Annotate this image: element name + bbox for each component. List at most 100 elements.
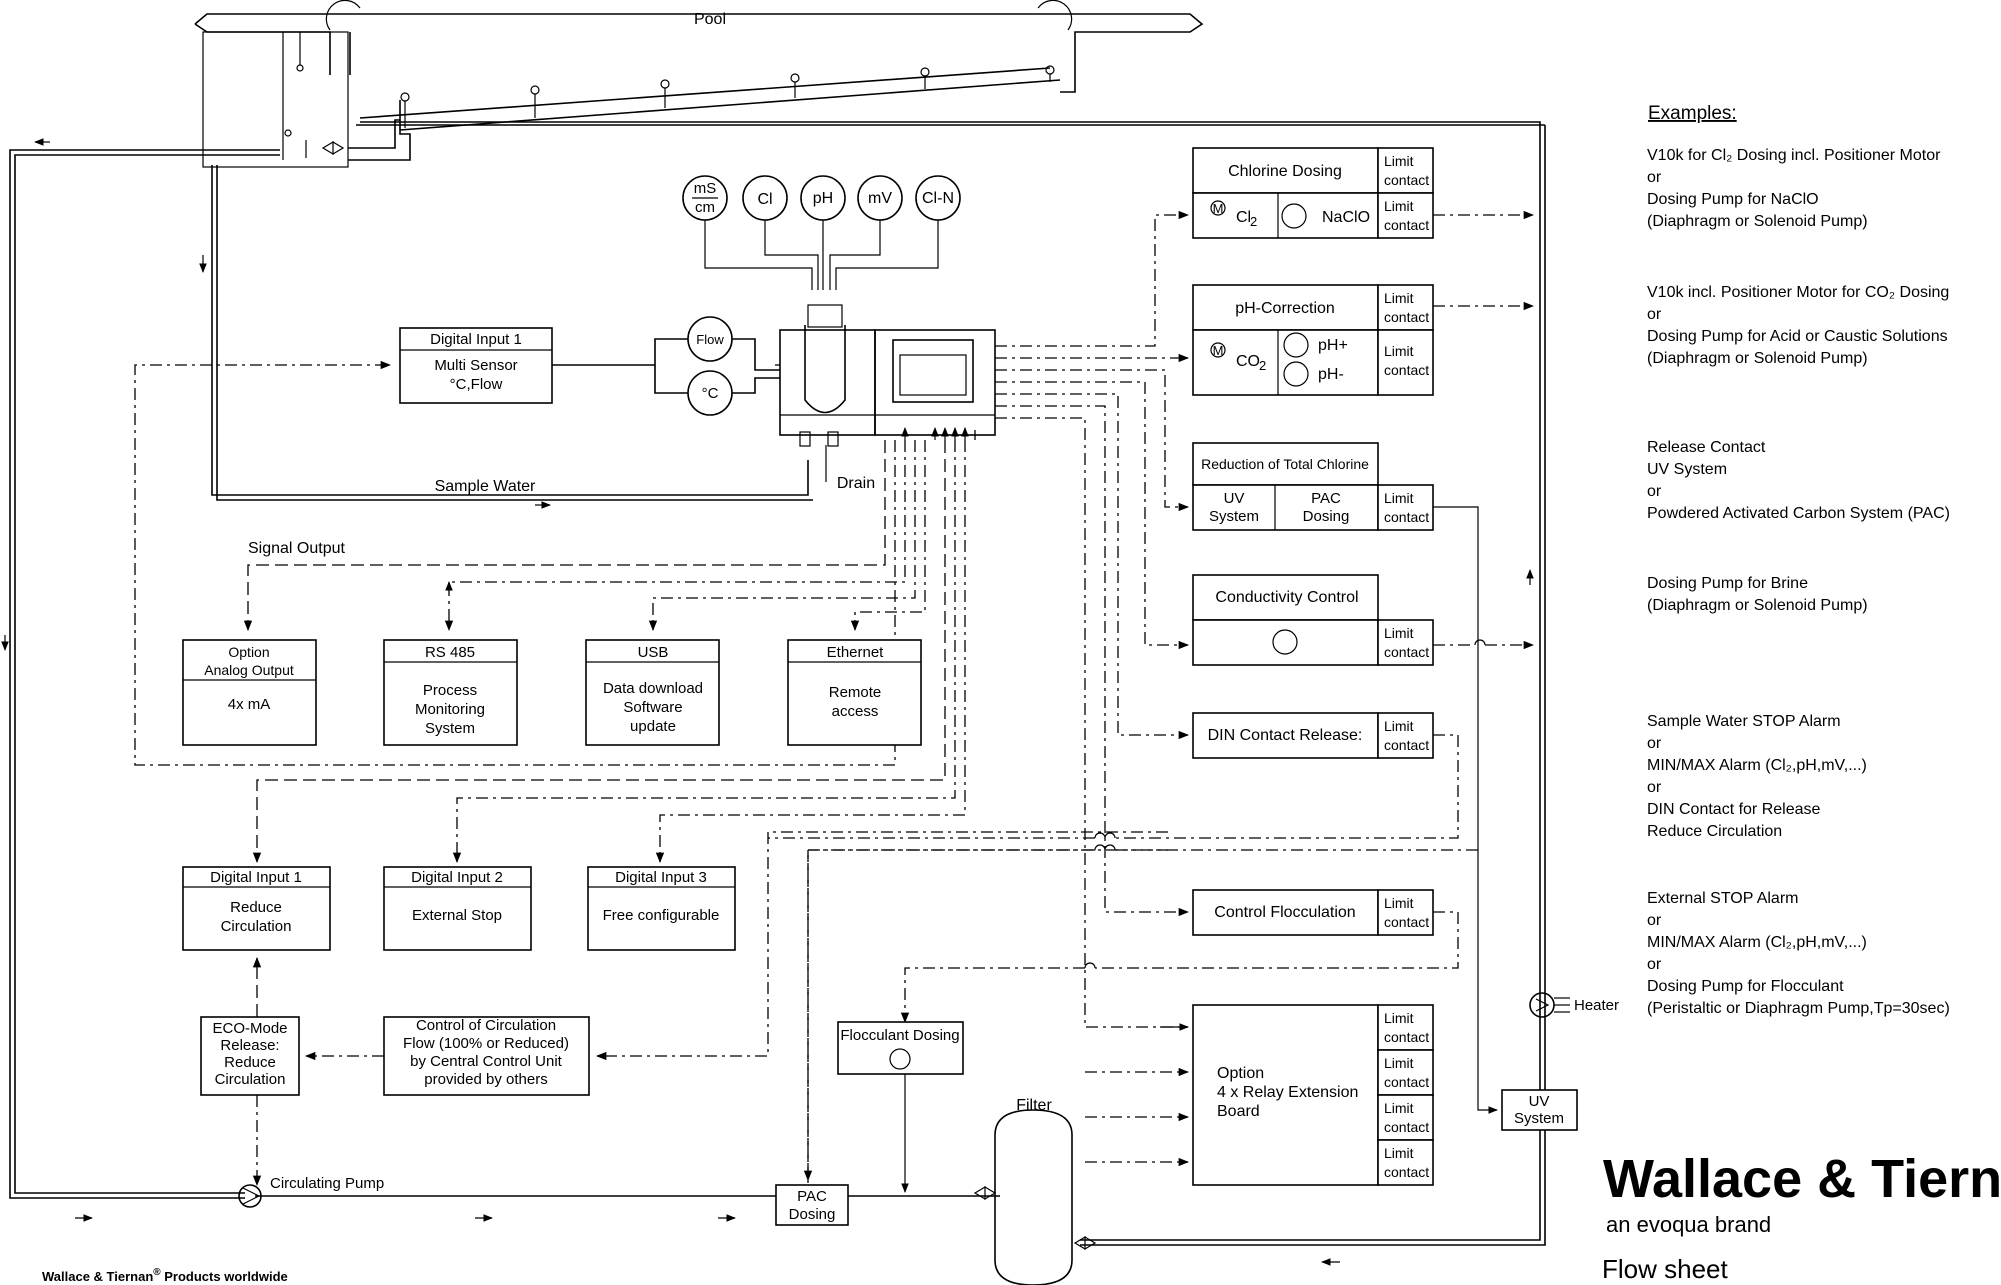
svg-text:contact: contact [1384, 914, 1429, 930]
svg-text:pH+: pH+ [1318, 337, 1348, 354]
flow-sheet-label: Flow sheet [1602, 1254, 1728, 1284]
svg-text:contact: contact [1384, 217, 1429, 233]
svg-text:mV: mV [868, 190, 892, 207]
svg-text:Dosing: Dosing [1303, 508, 1350, 525]
svg-text:V10k for Cl₂ Dosing incl. Posi: V10k for Cl₂ Dosing incl. Positioner Mot… [1647, 147, 1941, 164]
svg-text:contact: contact [1384, 1164, 1429, 1180]
limit-contact-relay-4: Limit contact [1377, 1139, 1434, 1186]
svg-text:(Diaphragm or Solenoid Pump): (Diaphragm or Solenoid Pump) [1647, 597, 1868, 614]
svg-text:Limit: Limit [1384, 1145, 1414, 1161]
ph-correction-box: pH-Correction M CO 2 pH+ pH- [1192, 284, 1379, 396]
svg-text:Option: Option [228, 644, 269, 660]
svg-text:M: M [1213, 343, 1224, 358]
output-rs485: RS 485 Process Monitoring System [383, 639, 518, 746]
svg-text:MIN/MAX Alarm (Cl₂,pH,mV,...): MIN/MAX Alarm (Cl₂,pH,mV,...) [1647, 757, 1867, 774]
svg-text:Option: Option [1217, 1065, 1264, 1082]
signal-output-label: Signal Output [248, 540, 346, 557]
svg-text:Analog Output: Analog Output [204, 662, 294, 678]
svg-text:Limit: Limit [1384, 1010, 1414, 1026]
svg-text:Release Contact: Release Contact [1647, 439, 1766, 456]
svg-text:Limit: Limit [1384, 895, 1414, 911]
filter-label: Filter [1016, 1097, 1052, 1114]
svg-text:System: System [1209, 508, 1259, 525]
svg-text:or: or [1647, 779, 1662, 796]
svg-text:an evoqua brand: an evoqua brand [1606, 1212, 1771, 1237]
svg-text:Flow: Flow [696, 332, 724, 347]
svg-text:Powdered Activated Carbon Syst: Powdered Activated Carbon System (PAC) [1647, 505, 1950, 522]
svg-text:or: or [1647, 306, 1662, 323]
svg-text:Limit: Limit [1384, 718, 1414, 734]
digital-input-1: Digital Input 1 Reduce Circulation [182, 866, 331, 951]
svg-text:External Stop: External Stop [412, 907, 502, 924]
svg-text:Ethernet: Ethernet [827, 644, 885, 661]
ph-sensor: pH [800, 175, 846, 221]
limit-contact-ph-2: Limit contact [1377, 329, 1434, 396]
limit-contact-relay-3: Limit contact [1377, 1094, 1434, 1141]
limit-contact-relay-2: Limit contact [1377, 1049, 1434, 1096]
output-usb: USB Data download Software update [585, 639, 720, 746]
circulating-pump [238, 1184, 262, 1208]
svg-text:UV System: UV System [1647, 461, 1727, 478]
svg-text:Limit: Limit [1384, 198, 1414, 214]
footer-credit: Wallace & Tiernan® Products worldwide [42, 1267, 288, 1284]
svg-text:contact: contact [1384, 509, 1429, 525]
svg-text:pH-: pH- [1318, 366, 1344, 383]
din-contact-release-box: DIN Contact Release: [1192, 712, 1379, 759]
svg-text:Sample Water STOP Alarm: Sample Water STOP Alarm [1647, 713, 1841, 730]
svg-text:DIN Contact Release:: DIN Contact Release: [1208, 727, 1363, 744]
svg-text:NaClO: NaClO [1322, 209, 1370, 226]
filter: Filter [973, 1097, 1097, 1285]
svg-text:PAC: PAC [797, 1188, 827, 1205]
conductivity-sensor: mS cm [682, 175, 728, 221]
chlorine-sensor: Cl [742, 175, 788, 221]
svg-text:cm: cm [695, 199, 715, 216]
examples-panel: Examples: V10k for Cl₂ Dosing incl. Posi… [1647, 103, 1950, 1017]
svg-text:CO: CO [1236, 353, 1260, 370]
svg-text:Limit: Limit [1384, 1055, 1414, 1071]
svg-text:or: or [1647, 483, 1662, 500]
svg-text:Control of Circulation: Control of Circulation [416, 1017, 556, 1034]
svg-text:Cl: Cl [757, 191, 772, 208]
svg-text:or: or [1647, 956, 1662, 973]
svg-text:Digital Input 1: Digital Input 1 [210, 869, 302, 886]
pac-dosing-box: PAC Dosing [775, 1184, 849, 1226]
limit-contact-relay-1: Limit contact [1377, 1004, 1434, 1051]
svg-text:contact: contact [1384, 1029, 1429, 1045]
svg-text:contact: contact [1384, 1074, 1429, 1090]
output-ethernet: Ethernet Remote access [787, 639, 922, 746]
svg-text:RS 485: RS 485 [425, 644, 475, 661]
svg-text:°C,Flow: °C,Flow [450, 376, 503, 393]
eco-mode-box: ECO-Mode Release: Reduce Circulation [200, 1016, 300, 1096]
svg-text:Limit: Limit [1384, 1100, 1414, 1116]
pool: Pool [194, 0, 1204, 168]
svg-text:Wallace & Tiernan: Wallace & Tiernan [1603, 1149, 2001, 1209]
svg-text:V10k incl. Positioner Motor fo: V10k incl. Positioner Motor for CO₂ Dosi… [1647, 284, 1949, 301]
flow-sensor: Flow [687, 316, 733, 362]
flocculant-dosing-box: Flocculant Dosing [837, 1021, 964, 1075]
svg-text:°C: °C [702, 385, 719, 402]
svg-text:contact: contact [1384, 172, 1429, 188]
svg-text:Monitoring: Monitoring [415, 701, 485, 718]
conductivity-control-box: Conductivity Control [1192, 574, 1379, 666]
svg-text:pH: pH [813, 190, 833, 207]
svg-text:Limit: Limit [1384, 490, 1414, 506]
svg-text:(Diaphragm or Solenoid Pump): (Diaphragm or Solenoid Pump) [1647, 350, 1868, 367]
svg-text:Remote: Remote [829, 684, 882, 701]
temperature-sensor: °C [687, 370, 733, 416]
svg-text:M: M [1213, 201, 1224, 216]
svg-text:contact: contact [1384, 362, 1429, 378]
svg-text:Dosing Pump for Brine: Dosing Pump for Brine [1647, 575, 1808, 592]
svg-text:(Peristaltic or Diaphragm Pump: (Peristaltic or Diaphragm Pump,Tp=30sec) [1647, 1000, 1950, 1017]
svg-text:Dosing: Dosing [789, 1206, 836, 1223]
svg-text:Release:: Release: [220, 1037, 279, 1054]
balance-tank [202, 31, 349, 168]
svg-text:Circulation: Circulation [221, 918, 292, 935]
svg-text:System: System [425, 720, 475, 737]
limit-contact-ph-1: Limit contact [1377, 284, 1434, 331]
control-flocculation-box: Control Flocculation [1192, 889, 1379, 936]
svg-text:Limit: Limit [1384, 625, 1414, 641]
limit-contact-reduction: Limit contact [1377, 484, 1434, 531]
relay-extension-box: Option 4 x Relay Extension Board [1192, 1004, 1379, 1186]
svg-text:2: 2 [1250, 214, 1257, 229]
